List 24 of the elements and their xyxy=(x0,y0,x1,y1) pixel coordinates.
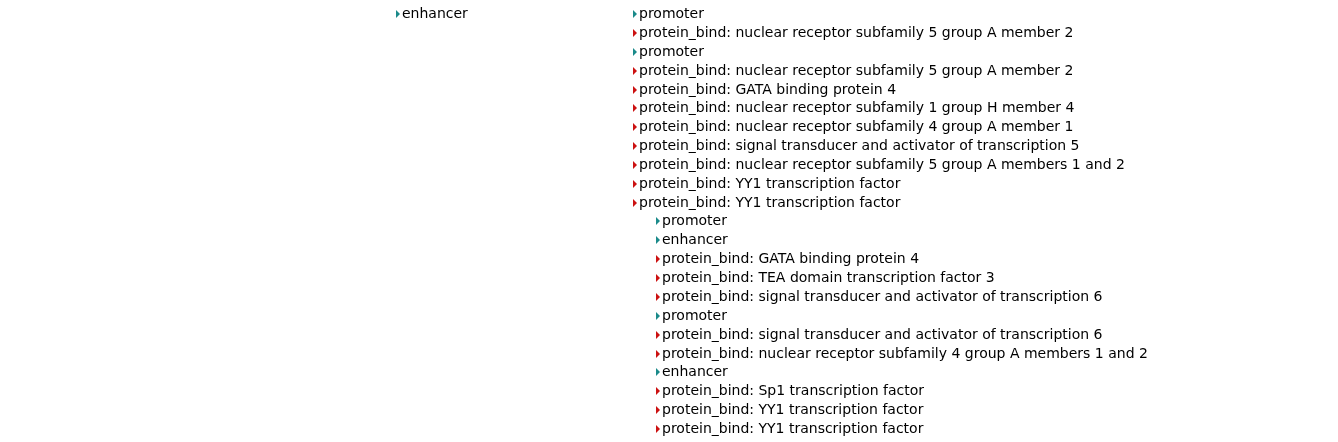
feature-label: promoter xyxy=(639,4,704,23)
feature-label: protein_bind: nuclear receptor subfamily 5 group A member 2 xyxy=(639,23,1074,42)
feature-label: protein_bind: Sp1 transcription factor xyxy=(662,381,925,400)
feature-label: enhancer xyxy=(662,362,728,381)
feature-label: protein_bind: nuclear receptor subfamily 5 group A members 1 and 2 xyxy=(639,155,1125,174)
feature-label: protein_bind: signal transducer and activator of transcription 5 xyxy=(639,136,1080,155)
feature-label: promoter xyxy=(662,211,727,230)
feature-label: protein_bind: YY1 transcription factor xyxy=(662,419,924,438)
feature-label: protein_bind: signal transducer and activator of transcription 6 xyxy=(662,287,1103,306)
feature-label: protein_bind: GATA binding protein 4 xyxy=(662,249,920,268)
feature-label: protein_bind: GATA binding protein 4 xyxy=(639,80,897,99)
feature-label: protein_bind: nuclear receptor subfamily 1 group H member 4 xyxy=(639,98,1075,117)
feature-label: protein_bind: YY1 transcription factor xyxy=(639,174,901,193)
feature-label: protein_bind: signal transducer and activator of transcription 6 xyxy=(662,325,1103,344)
feature-label: protein_bind: nuclear receptor subfamily 5 group A member 2 xyxy=(639,61,1074,80)
feature-label: enhancer xyxy=(402,4,468,23)
feature-label: protein_bind: YY1 transcription factor xyxy=(639,193,901,212)
feature-label: protein_bind: nuclear receptor subfamily 4 group A members 1 and 2 xyxy=(662,344,1148,363)
feature-label: promoter xyxy=(662,306,727,325)
feature-label: promoter xyxy=(639,42,704,61)
feature-label: protein_bind: YY1 transcription factor xyxy=(662,400,924,419)
feature-label: protein_bind: TEA domain transcription factor 3 xyxy=(662,268,995,287)
feature-label: protein_bind: nuclear receptor subfamily 4 group A member 1 xyxy=(639,117,1074,136)
feature-label: enhancer xyxy=(662,230,728,249)
